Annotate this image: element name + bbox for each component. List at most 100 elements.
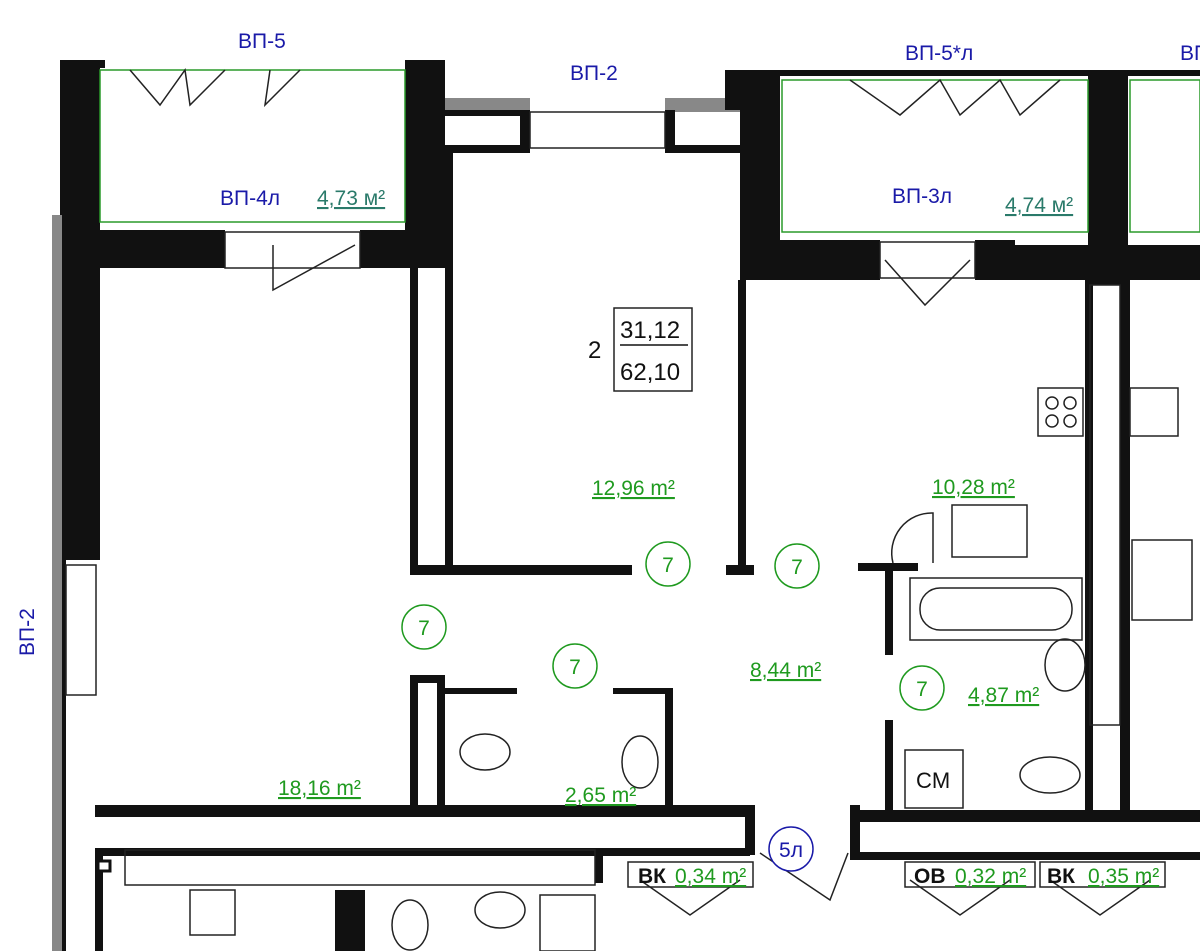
marker-label: 7 xyxy=(569,656,581,679)
wall-segment xyxy=(850,805,860,860)
marker-circle xyxy=(899,665,945,711)
wall-segment xyxy=(95,230,225,268)
stove-icon xyxy=(189,889,236,936)
shower-icon xyxy=(539,894,596,951)
wall-segment xyxy=(745,805,755,855)
total-area: 62,10 xyxy=(620,359,680,386)
shaft-box xyxy=(904,861,1036,888)
washbasin-icon xyxy=(621,735,659,789)
shaft-door-swings xyxy=(639,879,1151,916)
kitchen-cabinets xyxy=(124,849,596,886)
marker-circle xyxy=(552,643,598,689)
window-left xyxy=(65,564,97,696)
room-count: 2 xyxy=(588,337,601,364)
bathtub-icon xyxy=(909,577,1083,641)
wall-segment xyxy=(665,110,675,150)
wall-segment xyxy=(738,280,746,570)
bathtub-basin xyxy=(919,587,1073,631)
door-swing xyxy=(272,244,356,292)
wall-segment xyxy=(95,848,103,951)
sink-icon xyxy=(951,504,1028,558)
wall-segment xyxy=(335,890,365,951)
wall-segment xyxy=(595,848,603,883)
wall-segment xyxy=(740,70,1090,76)
marker-label: 7 xyxy=(791,556,803,579)
wall-segment xyxy=(95,848,750,856)
room-area: 2,65 m² xyxy=(565,784,636,807)
wall-segment xyxy=(885,720,893,810)
wall-segment xyxy=(95,805,755,817)
window-top xyxy=(529,111,666,149)
wall-segment xyxy=(445,145,530,153)
room-area: 8,44 m² xyxy=(750,659,821,682)
marker-circle xyxy=(774,543,820,589)
balcony-label-vp4l: ВП-4л xyxy=(220,187,280,210)
burner-icon xyxy=(1063,414,1077,428)
wall-segment xyxy=(360,230,445,268)
burner-icon xyxy=(1045,396,1059,410)
wall-segment xyxy=(410,675,418,810)
wall-segment xyxy=(1128,70,1200,76)
room-area: 18,16 m² xyxy=(278,777,361,800)
room-area: 10,28 m² xyxy=(932,476,1015,499)
marker-circle xyxy=(768,826,814,872)
wall-segment xyxy=(445,688,517,694)
balcony-label-vp5l: ВП-5*л xyxy=(905,42,973,65)
balcony-door-frame xyxy=(879,241,976,279)
balcony-vp3l xyxy=(781,79,1089,233)
balcony-door-frame xyxy=(224,231,361,269)
balcony-label-vp3l: ВП-3л xyxy=(892,185,952,208)
stove-icon xyxy=(1129,387,1179,437)
wall-segment xyxy=(850,810,1200,822)
wall-segment xyxy=(850,852,1200,860)
wall-segment xyxy=(410,675,445,683)
toilet-icon xyxy=(391,899,429,951)
shaft-area: 0,34 m² xyxy=(675,865,746,888)
living-area: 31,12 xyxy=(620,317,680,344)
door-swing xyxy=(890,512,934,564)
wall-segment xyxy=(445,98,530,112)
fixtures xyxy=(65,68,1200,951)
balcony-window-swings xyxy=(129,68,301,108)
shaft-area: 0,32 m² xyxy=(955,865,1026,888)
labels: ВП-5ВП-2 ВП-5*л ВП ВП-4л 4,73 м² ВП-3л 4,74 м²… xyxy=(16,30,1200,888)
washbasin-icon xyxy=(474,891,526,929)
marker-label: 7 xyxy=(418,617,430,640)
balcony-partial xyxy=(1129,79,1200,233)
balcony-window-swings xyxy=(849,78,1061,117)
washer-label: CM xyxy=(916,768,950,793)
wall-segment xyxy=(885,563,893,655)
stove-icon xyxy=(1037,387,1084,437)
wall-segment xyxy=(975,240,1015,280)
marker-label: 7 xyxy=(662,554,674,577)
shaft-code: ОВ xyxy=(914,865,946,888)
balcony-label-vp2: ВП-2 xyxy=(570,62,618,85)
wall-segment xyxy=(665,145,745,153)
wall-segment xyxy=(665,98,740,112)
wall-segment xyxy=(1010,245,1200,280)
shaft-box xyxy=(1039,861,1166,888)
balcony-label-vp2-left: ВП-2 xyxy=(16,608,39,656)
balcony-area-vp3l: 4,74 м² xyxy=(1005,194,1073,217)
apartment-summary-box xyxy=(613,307,693,392)
room-area: 4,87 m² xyxy=(968,684,1039,707)
wall-segment xyxy=(60,60,100,560)
wall-segment xyxy=(665,688,673,810)
room-area: 12,96 m² xyxy=(592,477,675,500)
panel-icon xyxy=(96,859,112,873)
burner-icon xyxy=(1063,396,1077,410)
wall-segment xyxy=(520,110,530,150)
sink-icon xyxy=(1131,539,1193,621)
wall-segment xyxy=(60,560,66,951)
balcony-vp4l xyxy=(99,69,406,223)
wall-segment xyxy=(437,683,445,810)
balcony-label-vp5: ВП-5 xyxy=(238,30,286,53)
washbasin-icon xyxy=(1044,638,1086,692)
wall-segment xyxy=(725,70,740,110)
wall-segment xyxy=(445,110,530,116)
balcony-label-partial: ВП xyxy=(1180,42,1200,65)
balcony-area-vp4l: 4,73 м² xyxy=(317,187,385,210)
toilet-icon xyxy=(459,733,511,771)
walls xyxy=(52,60,1200,951)
